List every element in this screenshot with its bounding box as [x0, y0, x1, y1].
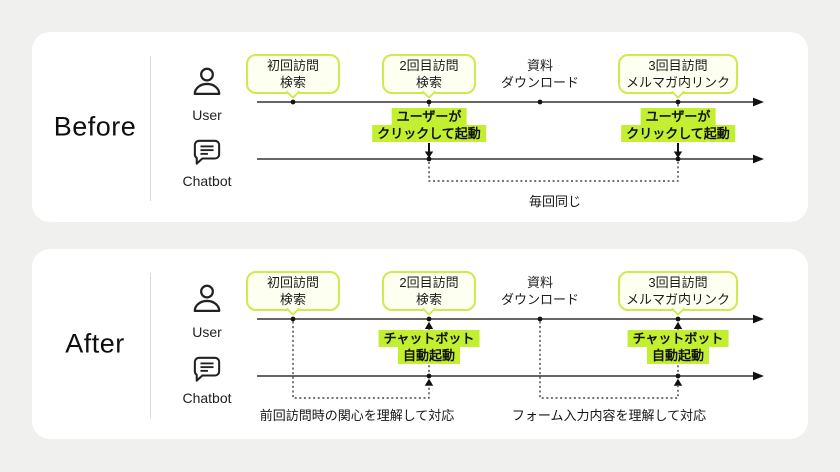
highlight-annotation: チャットボット: [378, 330, 480, 347]
event-label: ダウンロード: [500, 292, 580, 307]
event-dot: [426, 156, 432, 162]
event-dot: [537, 316, 543, 322]
event-bubble-first-visit: 初回訪問 検索: [246, 54, 340, 94]
event-label: 検索: [279, 292, 306, 307]
chatbot-timeline-arrowhead: [753, 371, 764, 381]
panel-title: Before: [53, 111, 137, 142]
down-arrowhead: [424, 151, 434, 158]
user-lane: User: [175, 66, 239, 123]
bracket-note: 毎回同じ: [528, 194, 582, 209]
chatbot-speech-bubble-icon: [193, 139, 221, 165]
event-label: 2回目訪問: [399, 58, 459, 73]
highlight-annotation: クリックして起動: [372, 125, 486, 142]
user-icon: [193, 67, 221, 95]
chatbot-lane-label: Chatbot: [182, 173, 232, 189]
before-timeline-graphics: [257, 97, 764, 182]
event-label: 初回訪問: [266, 58, 319, 73]
event-dot: [426, 99, 432, 105]
up-arrowhead: [424, 321, 434, 329]
chatbot-lane: Chatbot: [175, 355, 239, 406]
same-every-time-bracket: [428, 162, 679, 182]
event-label: 資料: [526, 58, 554, 73]
up-arrowhead: [673, 321, 683, 329]
user-lane-label: User: [192, 107, 222, 123]
event-bubble-third-visit: 3回目訪問 メルマガ内リンク: [618, 54, 738, 94]
chatbot-lane: Chatbot: [175, 138, 239, 189]
event-bubble-second-visit: 2回目訪問 検索: [382, 54, 476, 94]
event-dot: [675, 373, 681, 379]
chatbot-lane-label: Chatbot: [182, 390, 232, 406]
event-dot: [675, 99, 681, 105]
chatbot-speech-bubble-icon: [193, 356, 221, 382]
highlight-annotation: 自動起動: [397, 347, 461, 364]
highlight-annotation: クリックして起動: [621, 125, 735, 142]
highlight-annotation: ユーザーが: [391, 108, 467, 125]
panel-divider: [150, 56, 151, 201]
highlight-annotation: チャットボット: [627, 330, 729, 347]
event-label: 検索: [415, 292, 442, 307]
event-label: メルマガ内リンク: [625, 292, 730, 307]
context-bracket-form-input: [539, 321, 679, 399]
event-label: 初回訪問: [266, 275, 319, 290]
event-label-download: 資料 ダウンロード: [501, 57, 579, 91]
event-dot: [675, 156, 681, 162]
before-panel: Before User Chatbot: [32, 32, 808, 222]
highlight-annotation: ユーザーが: [640, 108, 716, 125]
event-label: ダウンロード: [500, 75, 580, 90]
event-label: 3回目訪問: [648, 58, 708, 73]
event-dot: [426, 373, 432, 379]
event-label-download: 資料 ダウンロード: [501, 274, 579, 308]
after-panel: After User Chatbot: [32, 249, 808, 439]
context-bracket-previous-visit: [292, 321, 430, 399]
event-label: メルマガ内リンク: [625, 75, 730, 90]
event-bubble-third-visit: 3回目訪問 メルマガ内リンク: [618, 271, 738, 311]
after-timeline-graphics: [257, 314, 764, 399]
up-arrowhead: [424, 378, 434, 386]
event-dot: [675, 316, 681, 322]
event-dot: [426, 316, 432, 322]
event-label: 2回目訪問: [399, 275, 459, 290]
event-label: 検索: [279, 75, 306, 90]
event-bubble-second-visit: 2回目訪問 検索: [382, 271, 476, 311]
event-label: 検索: [415, 75, 442, 90]
highlight-annotation: 自動起動: [646, 347, 710, 364]
panel-title: After: [65, 328, 125, 359]
panel-divider: [150, 273, 151, 418]
user-timeline-arrowhead: [753, 97, 764, 107]
up-arrowhead: [673, 378, 683, 386]
event-dot: [537, 99, 543, 105]
bracket-note: 前回訪問時の関心を理解して対応: [259, 408, 455, 423]
user-icon: [193, 284, 221, 312]
event-dot: [290, 316, 296, 322]
chatbot-timeline-arrowhead: [753, 154, 764, 164]
user-lane: User: [175, 283, 239, 340]
event-bubble-first-visit: 初回訪問 検索: [246, 271, 340, 311]
down-arrowhead: [673, 151, 683, 158]
event-label: 3回目訪問: [648, 275, 708, 290]
bracket-note: フォーム入力内容を理解して対応: [511, 408, 707, 423]
event-label: 資料: [526, 275, 554, 290]
event-dot: [290, 99, 296, 105]
user-lane-label: User: [192, 324, 222, 340]
user-timeline-arrowhead: [753, 314, 764, 324]
